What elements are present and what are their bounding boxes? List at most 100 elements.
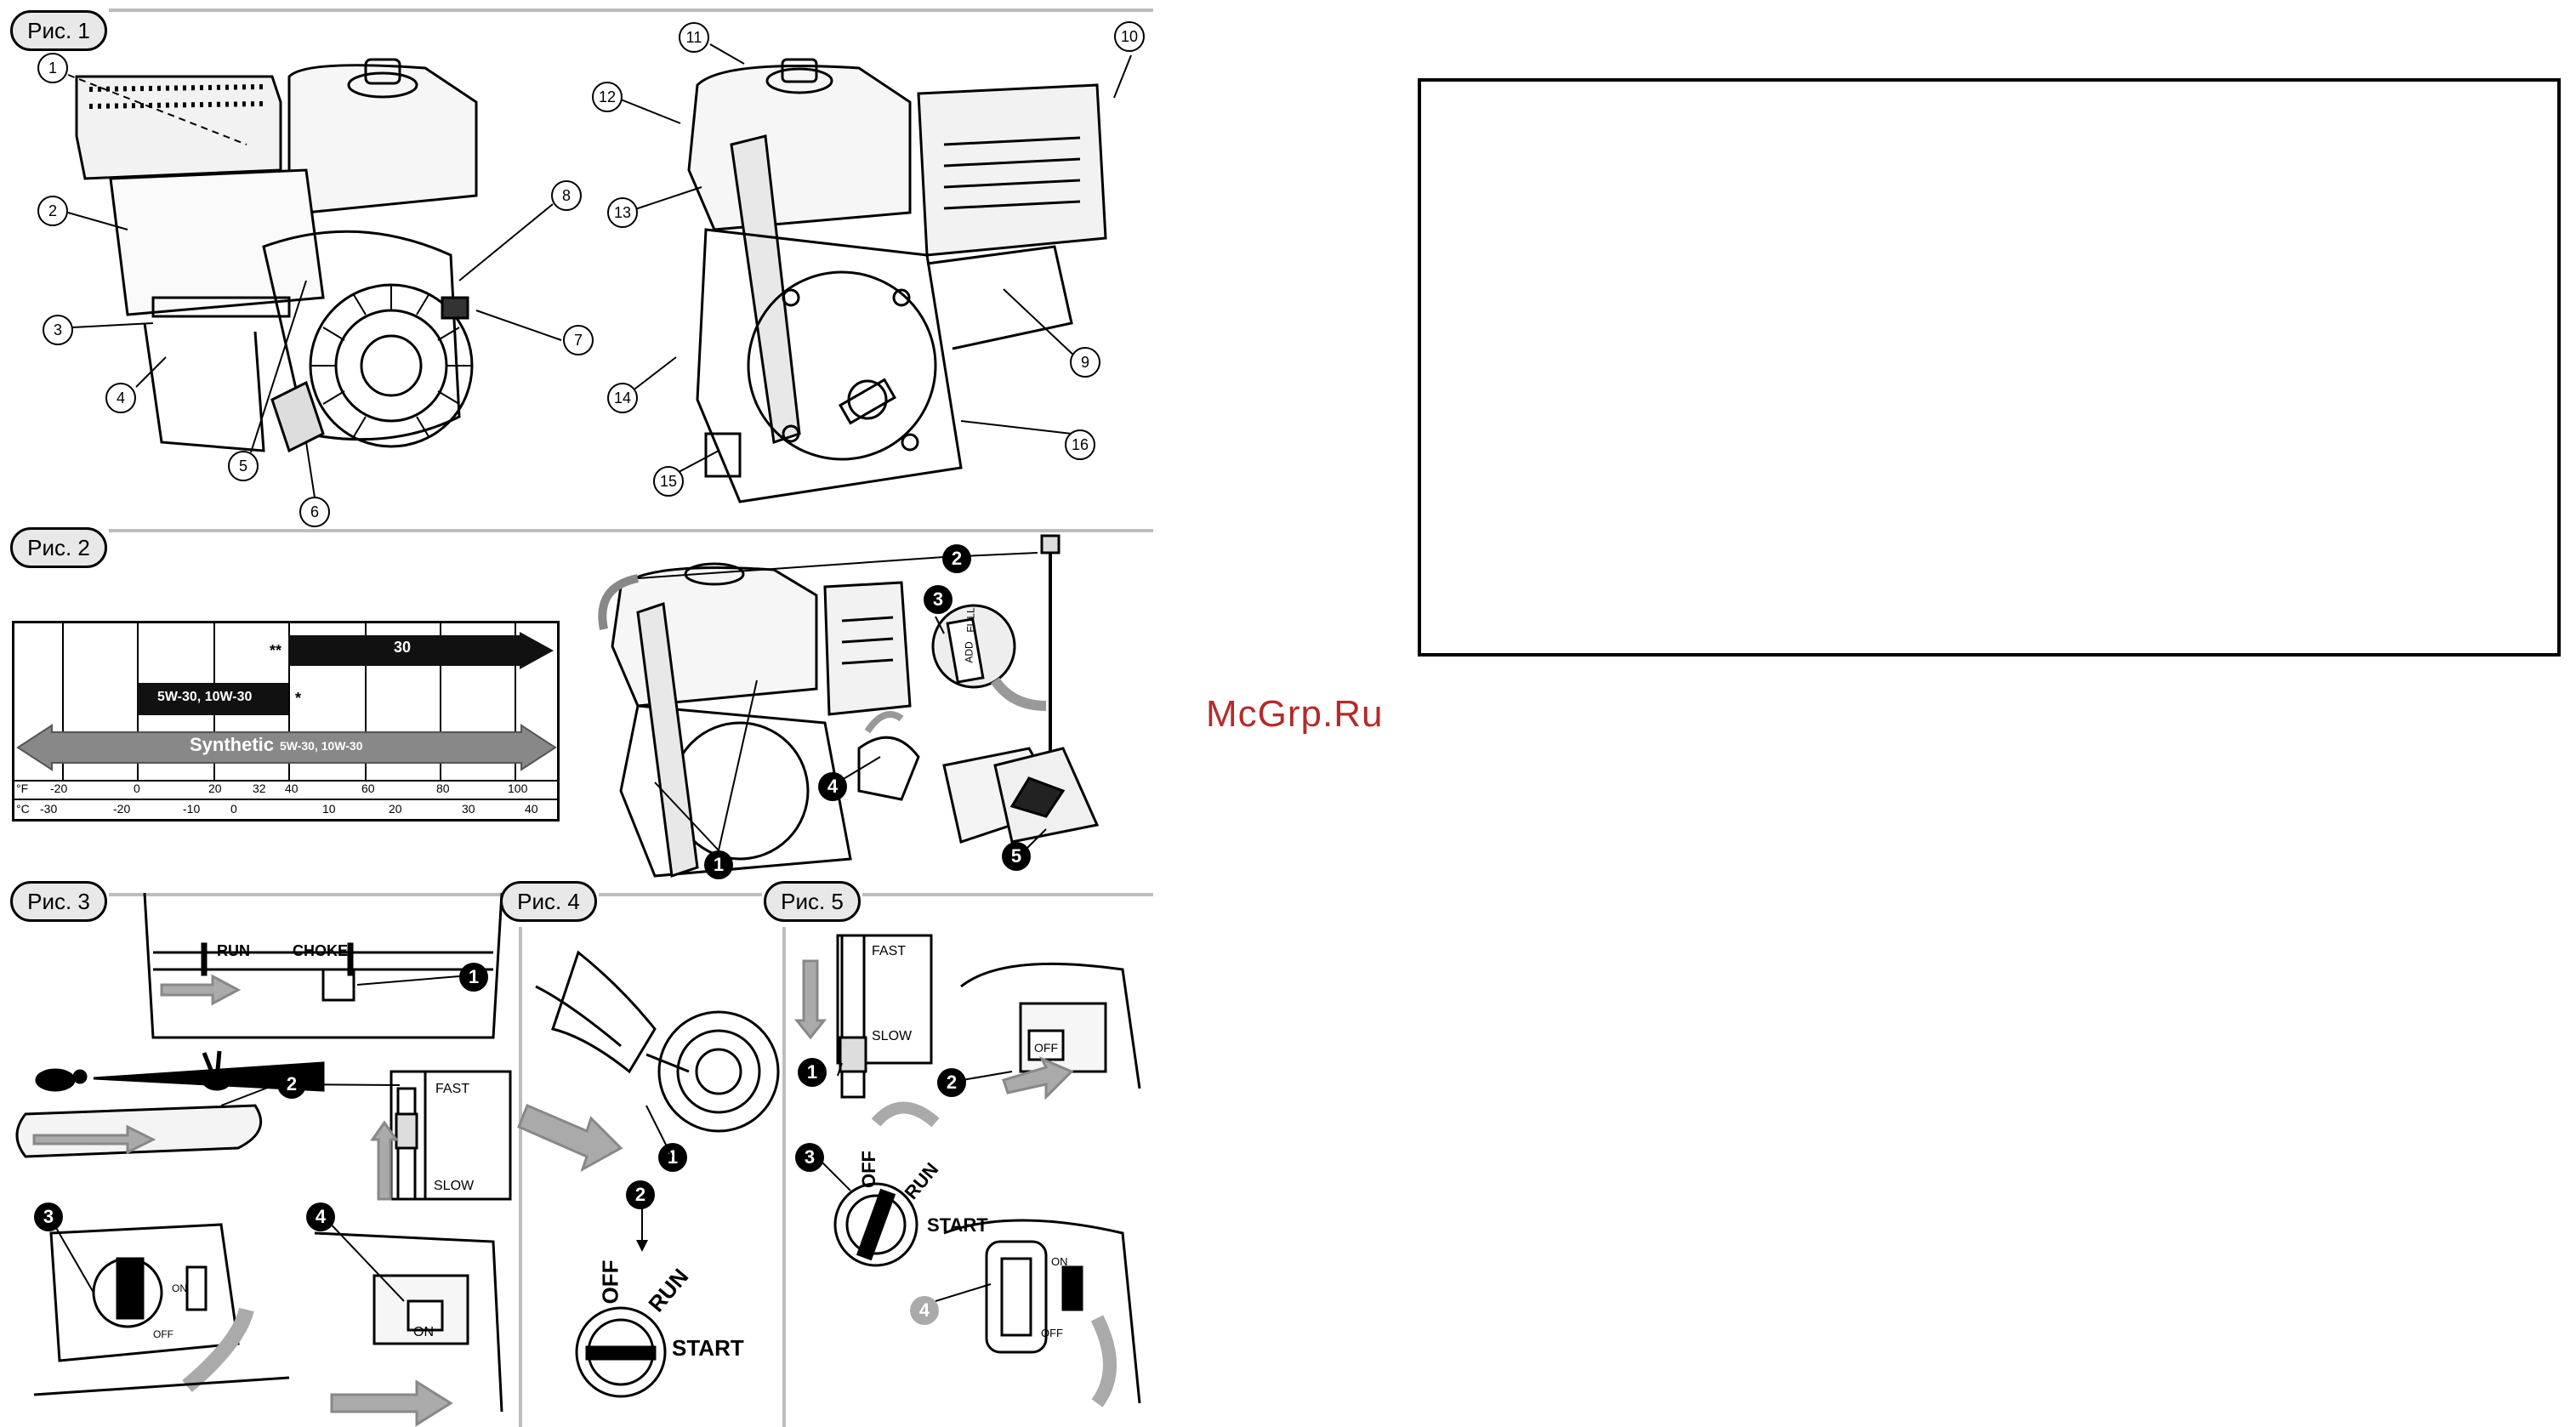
bar-30 bbox=[288, 632, 554, 669]
tick-f-4: 40 bbox=[285, 782, 299, 795]
tick-f-3: 32 bbox=[253, 782, 266, 795]
fig3-leaders bbox=[48, 975, 460, 1302]
fig2-callout-2: 2 bbox=[942, 544, 971, 573]
fig3-label: Рис. 3 bbox=[10, 881, 107, 922]
chart-axis-divider-f bbox=[14, 780, 557, 782]
bar-synthetic-sublabel: 5W-30, 10W-30 bbox=[280, 739, 363, 753]
fig3-callout-3: 3 bbox=[34, 1202, 63, 1231]
fig4-callout-2: 2 bbox=[626, 1180, 655, 1209]
fig5-callout-2: 2 bbox=[937, 1068, 966, 1097]
fig4-recoil-start-illustration bbox=[517, 950, 780, 1173]
fig2-callout-1: 1 bbox=[704, 850, 733, 879]
fig1-right-leaders bbox=[616, 43, 1132, 486]
oil-viscosity-chart: 30 ** 5W-30, 10W-30 * Synthetic 5W-30, 1… bbox=[12, 621, 560, 822]
fig4-leaders bbox=[636, 1105, 673, 1252]
unit-c: °C bbox=[16, 802, 30, 816]
fig5-fast-label: FAST bbox=[872, 944, 907, 958]
fig5-fuel-valve-illustration bbox=[943, 1219, 1141, 1407]
bar-synthetic-label: Synthetic bbox=[190, 734, 275, 755]
fig4-start-label: START bbox=[672, 1335, 744, 1361]
fig1-callout-16: 16 bbox=[1065, 429, 1095, 460]
fig2-oil-fill-illustration bbox=[598, 534, 1100, 878]
fig5-callout-3: 3 bbox=[795, 1143, 824, 1172]
tick-f-5: 60 bbox=[361, 782, 375, 795]
blank-panel bbox=[1418, 78, 2561, 657]
fig5-callout-1: 1 bbox=[798, 1058, 827, 1087]
fig4-right-rule bbox=[782, 927, 786, 1427]
fig1-callout-1: 1 bbox=[37, 53, 68, 83]
tick-c-4: 10 bbox=[322, 802, 336, 816]
fig2-callout-4: 4 bbox=[818, 772, 847, 801]
fig5-header-rule bbox=[862, 893, 1153, 896]
tick-c-3: 0 bbox=[230, 802, 237, 816]
fig1-callout-9: 9 bbox=[1070, 347, 1100, 378]
fig4-off-label: OFF bbox=[597, 1259, 623, 1305]
fig3-switch-on-label: ON bbox=[413, 1325, 434, 1339]
fig1-callout-10: 10 bbox=[1114, 21, 1145, 52]
fig1-callout-2: 2 bbox=[37, 196, 68, 226]
fig1-engine-left-illustration bbox=[75, 58, 478, 453]
tick-c-5: 20 bbox=[389, 802, 402, 816]
tick-c-7: 40 bbox=[525, 802, 538, 816]
fig1-callout-12: 12 bbox=[592, 82, 623, 112]
tick-f-6: 80 bbox=[436, 782, 450, 795]
fig4-header-rule bbox=[599, 893, 762, 896]
tick-c-0: -30 bbox=[40, 802, 58, 816]
fig5-switch-off-label: OFF bbox=[1034, 1041, 1058, 1055]
fig2-header-rule bbox=[109, 529, 1153, 532]
fig1-callout-4: 4 bbox=[105, 383, 136, 413]
fig1-engine-right-illustration bbox=[687, 58, 1107, 503]
fig4-label: Рис. 4 bbox=[500, 881, 597, 922]
bar-5w30 bbox=[137, 683, 288, 715]
tick-f-1: 0 bbox=[134, 782, 140, 795]
tick-f-7: 100 bbox=[508, 782, 528, 795]
fig5-stop-switch-illustration bbox=[960, 962, 1141, 1100]
tick-c-6: 30 bbox=[462, 802, 475, 816]
fig3-throttle-illustration bbox=[15, 1050, 512, 1201]
fig5-key-illustration bbox=[833, 1101, 940, 1267]
fig3-fuel-valve-illustration bbox=[33, 1223, 290, 1396]
fig5-throttle-panel-illustration bbox=[793, 934, 933, 1099]
fig3-callout-2: 2 bbox=[277, 1070, 306, 1099]
fig1-header-rule bbox=[109, 9, 1153, 12]
fig3-choke-illustration bbox=[143, 892, 503, 1039]
tick-f-0: -20 bbox=[50, 782, 68, 795]
bar-30-label: 30 bbox=[394, 639, 412, 656]
watermark: McGrp.Ru bbox=[1206, 693, 1384, 735]
fig5-label: Рис. 5 bbox=[764, 881, 861, 922]
fig1-callout-3: 3 bbox=[43, 315, 73, 345]
fig1-callout-14: 14 bbox=[607, 383, 638, 413]
fig3-header-rule bbox=[109, 893, 500, 896]
fig5-callout-4: 4 bbox=[910, 1296, 939, 1325]
fig4-ignition-key-illustration bbox=[575, 1306, 667, 1398]
chart-axis-divider-c bbox=[14, 799, 557, 800]
fig4-callout-1: 1 bbox=[658, 1143, 687, 1172]
fig5-slow-label: SLOW bbox=[872, 1029, 913, 1043]
fig5-valve-on-label: ON bbox=[1051, 1255, 1068, 1268]
fig3-fast-label: FAST bbox=[435, 1082, 470, 1096]
fig3-slow-label: SLOW bbox=[434, 1179, 475, 1193]
fig3-callout-1: 1 bbox=[459, 963, 488, 992]
fig1-callout-5: 5 bbox=[228, 451, 259, 481]
fig1-callout-6: 6 bbox=[299, 497, 330, 527]
unit-f: °F bbox=[16, 782, 29, 795]
tick-c-2: -10 bbox=[183, 802, 201, 816]
fig1-left-leaders bbox=[67, 74, 562, 498]
tick-c-1: -20 bbox=[113, 802, 131, 816]
fig2-callout-5: 5 bbox=[1002, 842, 1031, 871]
fig1-callout-13: 13 bbox=[607, 197, 638, 228]
fig3-run-label: RUN bbox=[217, 942, 250, 959]
fig1-callout-11: 11 bbox=[679, 22, 709, 53]
fig1-label: Рис. 1 bbox=[10, 10, 107, 51]
fig2-callout-3: 3 bbox=[924, 585, 952, 614]
fig1-callout-8: 8 bbox=[551, 180, 582, 211]
fig3-valve-off-label: OFF bbox=[153, 1328, 173, 1340]
fig3-choke-label: CHOKE bbox=[293, 942, 349, 959]
fig3-valve-on-label: ON bbox=[172, 1282, 187, 1294]
mark-single-asterisk: * bbox=[295, 690, 302, 707]
fig2-label: Рис. 2 bbox=[10, 527, 107, 568]
fig1-callout-15: 15 bbox=[653, 466, 684, 497]
fig5-leaders bbox=[816, 1062, 1013, 1302]
fig1-callout-7: 7 bbox=[563, 325, 594, 355]
bar-5w30-label: 5W-30, 10W-30 bbox=[157, 690, 253, 704]
